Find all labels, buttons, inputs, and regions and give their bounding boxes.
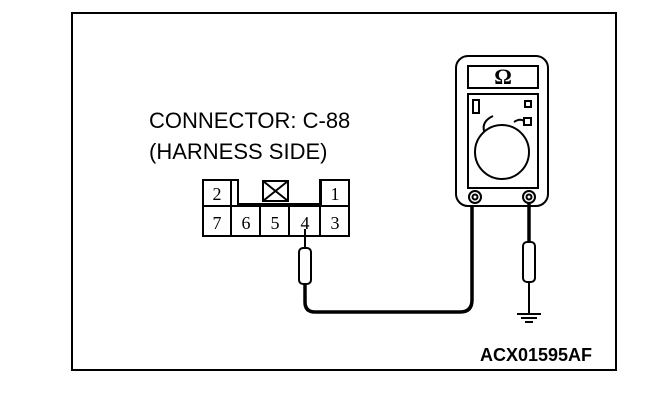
connector-title: CONNECTOR: C-88 xyxy=(149,108,351,133)
connector-pin-labels: 2 1 7 6 5 4 3 xyxy=(213,184,340,233)
pin-label-2: 2 xyxy=(213,184,222,204)
ground-icon xyxy=(517,313,541,323)
ohm-symbol: Ω xyxy=(494,64,512,89)
pin-label-3: 3 xyxy=(331,213,340,233)
figure-code: ACX01595AF xyxy=(480,345,593,365)
pin-label-1: 1 xyxy=(331,184,340,204)
pin-label-4: 4 xyxy=(301,213,310,233)
test-lead-positive xyxy=(303,196,474,314)
probe-pin-4 xyxy=(298,229,312,285)
ohmmeter xyxy=(455,55,549,207)
pin-label-7: 7 xyxy=(213,213,222,233)
connector-c88 xyxy=(202,179,350,237)
pin-label-6: 6 xyxy=(242,213,251,233)
connector-subtitle: (HARNESS SIDE) xyxy=(149,139,328,164)
pin-label-5: 5 xyxy=(271,213,280,233)
test-lead-ground xyxy=(522,203,536,314)
